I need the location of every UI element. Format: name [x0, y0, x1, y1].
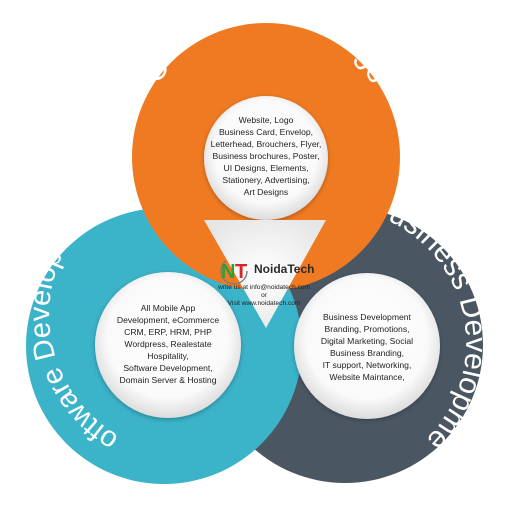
contact-or: or: [261, 292, 268, 299]
business-line: Business Development: [323, 312, 412, 322]
creative-line: Business Card, Envelop,: [219, 127, 313, 137]
business-line: IT support, Networking,: [323, 360, 412, 370]
business-line: Business Branding,: [330, 348, 404, 358]
creative-line: UI Designs, Elements,: [223, 163, 308, 173]
software-line: All Mobile App: [141, 303, 196, 313]
software-inner-circle: [95, 272, 241, 418]
noidatech-logo: N T NoidaTech: [220, 257, 314, 285]
logo-letter-t: T: [235, 261, 247, 283]
business-inner-circle: [294, 273, 440, 419]
creative-line: Stationery, Advertising,: [222, 175, 309, 185]
creative-line: Business brochures, Poster,: [213, 151, 320, 161]
software-line: Wordpress, Realestate: [124, 339, 211, 349]
software-line: CRM, ERP, HRM, PHP: [124, 327, 212, 337]
contact-info: write us at info@noidatech.com or Visit …: [217, 284, 311, 307]
creative-line: Letterhead, Brouchers, Flyer,: [211, 139, 322, 149]
software-line: Software Development,: [123, 363, 212, 373]
center-triangle: [204, 220, 326, 328]
business-line: Branding, Promotions,: [324, 324, 409, 334]
creative-line: Art Designs: [244, 187, 288, 197]
business-services-list: Business Development Branding, Promotion…: [321, 312, 413, 382]
software-services-list: All Mobile App Development, eCommerce CR…: [117, 303, 219, 385]
software-line: Development, eCommerce: [117, 315, 219, 325]
brand-name: NoidaTech: [254, 262, 314, 276]
logo-letter-n: N: [221, 261, 235, 283]
logo-swoosh-icon: [220, 257, 248, 285]
creative-line: Website, Logo: [239, 115, 294, 125]
contact-email: write us at info@noidatech.com: [217, 284, 311, 291]
business-line: Digital Marketing, Social: [321, 336, 413, 346]
business-line: Website Maintance,: [329, 372, 404, 382]
software-line: Hospitality,: [147, 351, 188, 361]
software-line: Domain Server & Hosting: [120, 375, 217, 385]
contact-website: Visit www.noidatech.com: [228, 300, 301, 307]
creative-services-list: Website, Logo Business Card, Envelop, Le…: [211, 115, 322, 197]
creative-inner-circle: [204, 96, 328, 220]
